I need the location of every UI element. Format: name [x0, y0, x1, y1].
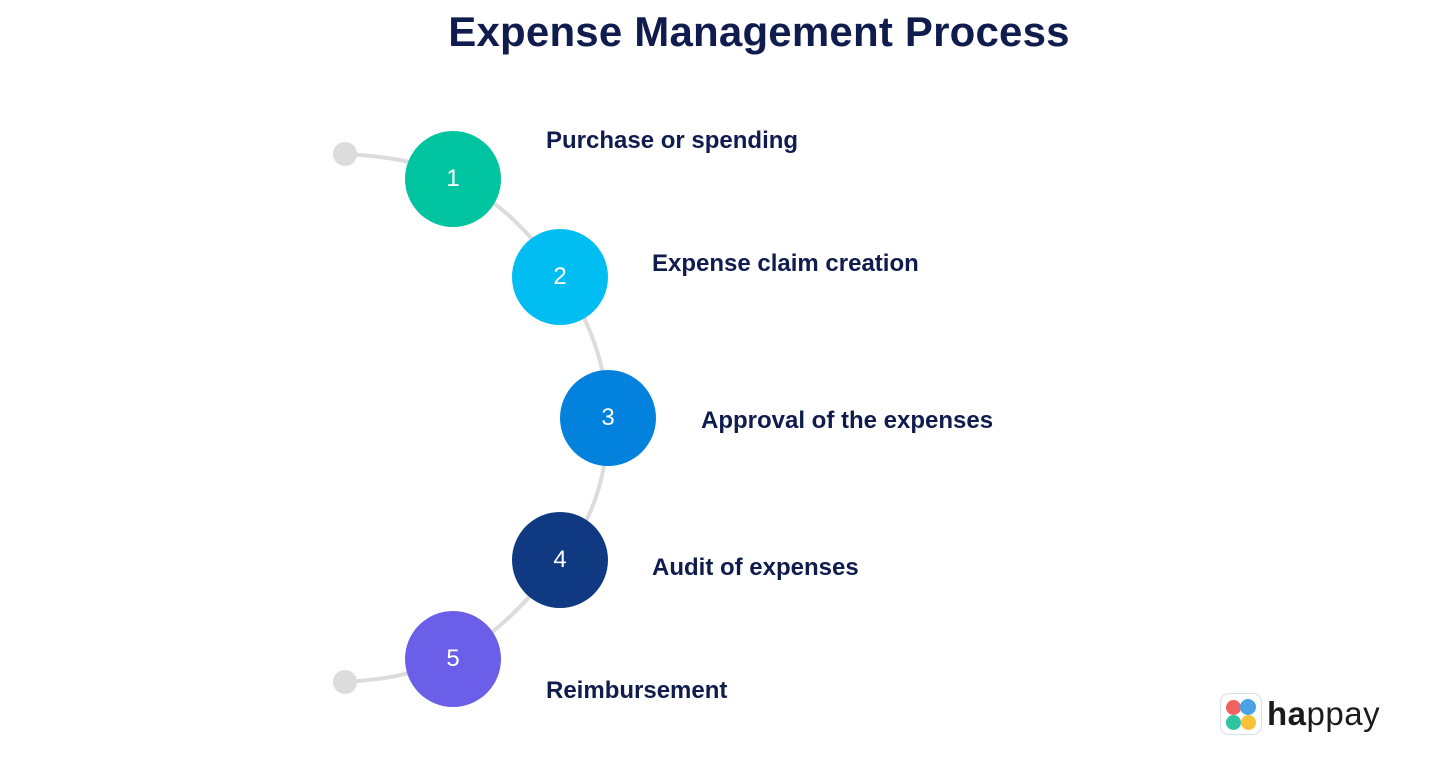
step-3-circle: 3	[560, 370, 656, 466]
path-start-dot	[333, 142, 357, 166]
step-5-label: Reimbursement	[546, 677, 728, 704]
step-2-number: 2	[553, 263, 567, 290]
step-1-circle: 1	[405, 131, 501, 227]
step-1-number: 1	[446, 165, 460, 192]
step-3-label: Approval of the expenses	[701, 407, 994, 434]
step-2-circle: 2	[512, 229, 608, 325]
step-4-circle: 4	[512, 512, 608, 608]
step-3-number: 3	[601, 404, 615, 431]
step-5-circle: 5	[405, 611, 501, 707]
happay-logo: happay	[1220, 693, 1380, 737]
path-end-dot	[333, 670, 357, 694]
step-4-number: 4	[553, 546, 567, 573]
happay-logo-icon	[1220, 693, 1262, 735]
step-2-label: Expense claim creation	[652, 250, 919, 277]
happay-logo-wordmark: happay	[1267, 695, 1381, 732]
step-1-label: Purchase or spending	[546, 127, 799, 154]
step-4-label: Audit of expenses	[652, 554, 859, 581]
step-5-number: 5	[446, 645, 460, 672]
diagram-title: Expense Management Process	[448, 8, 1070, 55]
